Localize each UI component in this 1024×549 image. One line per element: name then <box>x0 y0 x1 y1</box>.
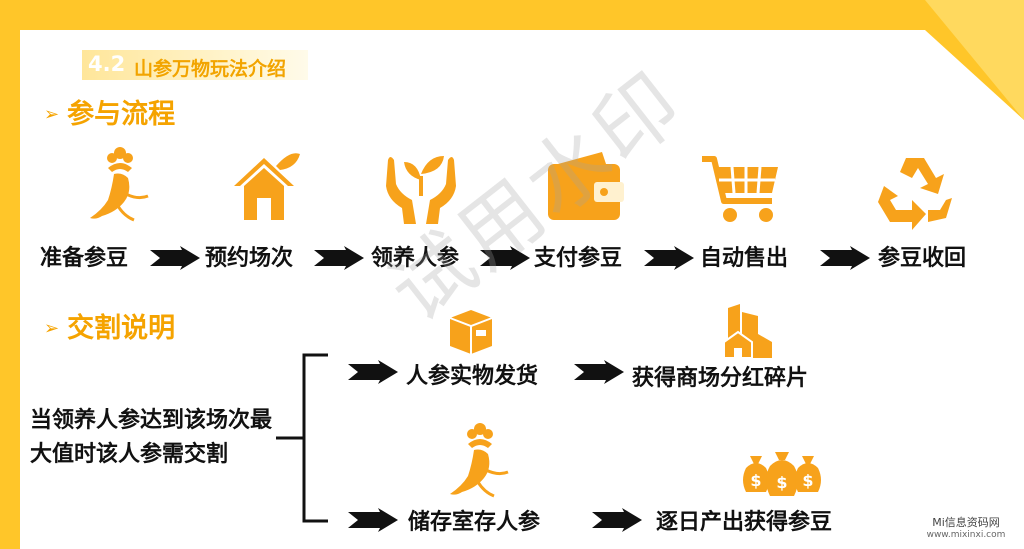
money-bags-icon: $ $ $ <box>743 452 821 496</box>
wallet-icon <box>548 152 624 220</box>
brand-mark: Mi信息资码网 www.mixinxi.com <box>916 516 1016 542</box>
section-tag: 4.2 山参万物玩法介绍 <box>82 50 308 80</box>
box-icon <box>449 310 493 354</box>
arrow-right-icon <box>348 508 398 532</box>
delivery-top-step-2: 获得商场分红碎片 <box>632 366 809 391</box>
arrow-right-icon <box>480 246 530 270</box>
arrow-right-icon <box>820 246 870 270</box>
delivery-heading-text: 交割说明 <box>67 313 176 344</box>
arrow-right-icon <box>348 360 398 384</box>
recycle-icon <box>878 158 952 230</box>
arrow-right-icon <box>592 508 642 532</box>
participation-heading: ➢ 参与流程 <box>44 92 175 131</box>
arrow-right-icon <box>150 246 200 270</box>
step-label-3: 领养人参 <box>371 246 460 271</box>
triangle-bullet-icon: ➢ <box>44 318 60 339</box>
arrow-right-icon <box>644 246 694 270</box>
brand-url: www.mixinxi.com <box>926 530 1006 540</box>
shopping-cart-icon <box>702 156 778 222</box>
house-icon <box>234 153 300 220</box>
step-label-5: 自动售出 <box>700 246 789 271</box>
delivery-heading: ➢ 交割说明 <box>44 306 175 345</box>
step-label-4: 支付参豆 <box>534 246 623 271</box>
triangle-bullet-icon: ➢ <box>44 104 60 125</box>
ginseng-icon <box>450 423 509 498</box>
step-label-2: 预约场次 <box>205 246 294 271</box>
svg-text:$: $ <box>750 471 761 490</box>
step-label-1: 准备参豆 <box>40 246 129 271</box>
svg-text:$: $ <box>776 473 787 492</box>
svg-text:$: $ <box>802 471 813 490</box>
buildings-icon <box>723 304 772 359</box>
branch-bracket <box>276 353 328 523</box>
ginseng-icon <box>90 147 149 222</box>
delivery-bottom-step-1: 储存室存人参 <box>408 510 541 535</box>
arrow-right-icon <box>574 360 624 384</box>
arrow-right-icon <box>314 246 364 270</box>
hands-sprout-icon <box>386 156 456 224</box>
participation-heading-text: 参与流程 <box>67 99 176 130</box>
brand-name: Mi信息资码网 <box>932 516 1000 529</box>
section-title: 山参万物玩法介绍 <box>134 58 287 80</box>
delivery-bottom-step-2: 逐日产出获得参豆 <box>656 510 833 535</box>
step-label-6: 参豆收回 <box>878 246 967 271</box>
section-number: 4.2 <box>88 52 126 76</box>
delivery-description: 当领养人参达到该场次最大值时该人参需交割 <box>30 408 273 467</box>
delivery-top-step-1: 人参实物发货 <box>406 364 539 389</box>
